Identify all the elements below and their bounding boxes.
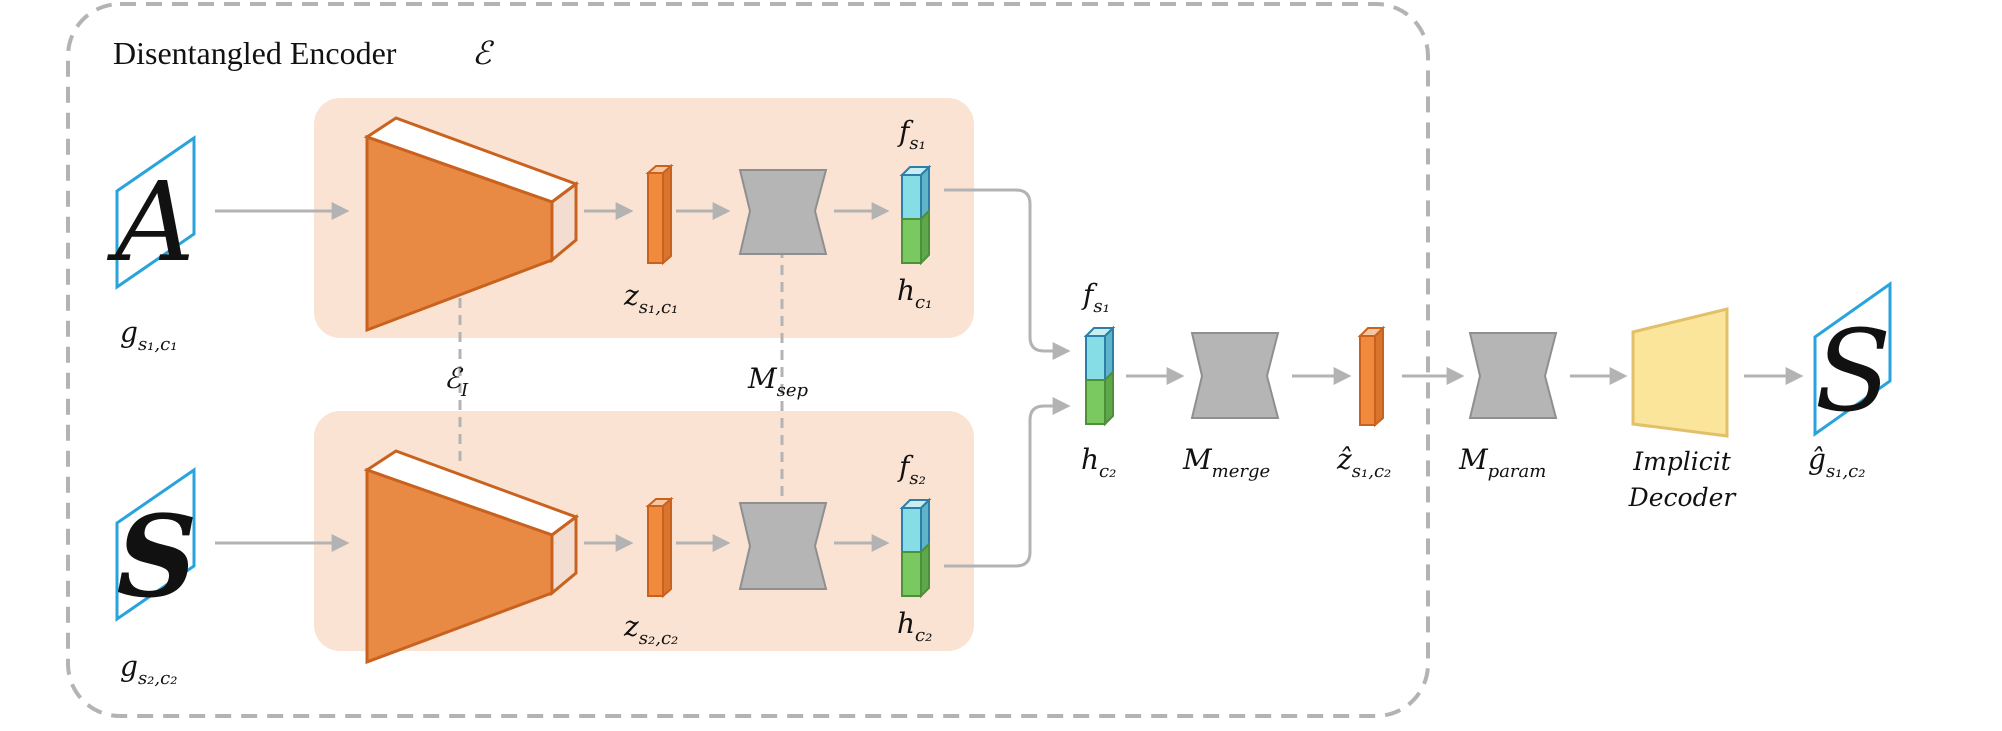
label-M-merge: Mmerge bbox=[1182, 443, 1270, 482]
encoder-symbol: ℰ bbox=[472, 34, 495, 72]
image-encoder-bottom bbox=[363, 449, 580, 665]
label-g-s1c1: gs₁,c₁ bbox=[120, 316, 177, 355]
decoder-label-line1: Implicit bbox=[1632, 447, 1732, 476]
feature-stack-f1h1 bbox=[899, 164, 932, 266]
mapper-merge bbox=[1190, 332, 1280, 419]
encoder-boundary bbox=[66, 2, 1430, 718]
label-M-param: Mparam bbox=[1458, 443, 1546, 482]
label-z-s1c1: zs₁,c₁ bbox=[623, 279, 678, 318]
mapper-sep-bottom bbox=[738, 502, 828, 590]
encoder-title: Disentangled Encoder bbox=[113, 35, 397, 71]
input-glyph-a: A bbox=[106, 135, 196, 290]
input-glyph-s: S bbox=[115, 467, 198, 623]
connector-style bbox=[944, 188, 1071, 360]
label-g-s2c2: gs₂,c₂ bbox=[120, 650, 177, 689]
mapper-sep-top bbox=[738, 169, 828, 255]
connector-content bbox=[944, 397, 1071, 568]
input-glyph-s-char: S bbox=[117, 492, 198, 623]
merged-feature-stack bbox=[1083, 325, 1116, 427]
label-M-sep: Msep bbox=[747, 362, 809, 401]
feature-stack-f2h2 bbox=[899, 497, 932, 599]
latent-z-s1c1 bbox=[645, 163, 674, 266]
mapper-param bbox=[1468, 332, 1558, 419]
output-glyph-char: S bbox=[1815, 307, 1892, 437]
label-h-c2-mid: hc₂ bbox=[1081, 443, 1116, 482]
label-E-I: ℰI bbox=[444, 362, 469, 401]
decoder-label-line2: Decoder bbox=[1628, 483, 1738, 512]
label-h-c2-top: hc₂ bbox=[897, 607, 932, 646]
output-glyph: S bbox=[1813, 281, 1892, 437]
latent-z-hat bbox=[1357, 325, 1386, 428]
label-f-s1-mid: fs₁ bbox=[1081, 278, 1110, 317]
implicit-decoder bbox=[1631, 307, 1729, 438]
label-g-hat: ĝs₁,c₂ bbox=[1808, 443, 1865, 482]
input-glyph-a-char: A bbox=[106, 158, 194, 286]
label-h-c1: hc₁ bbox=[897, 274, 932, 313]
label-z-hat: ẑs₁,c₂ bbox=[1336, 443, 1391, 482]
latent-z-s2c2 bbox=[645, 496, 674, 599]
image-encoder-top bbox=[363, 116, 580, 333]
label-z-s2c2: zs₂,c₂ bbox=[623, 610, 678, 649]
